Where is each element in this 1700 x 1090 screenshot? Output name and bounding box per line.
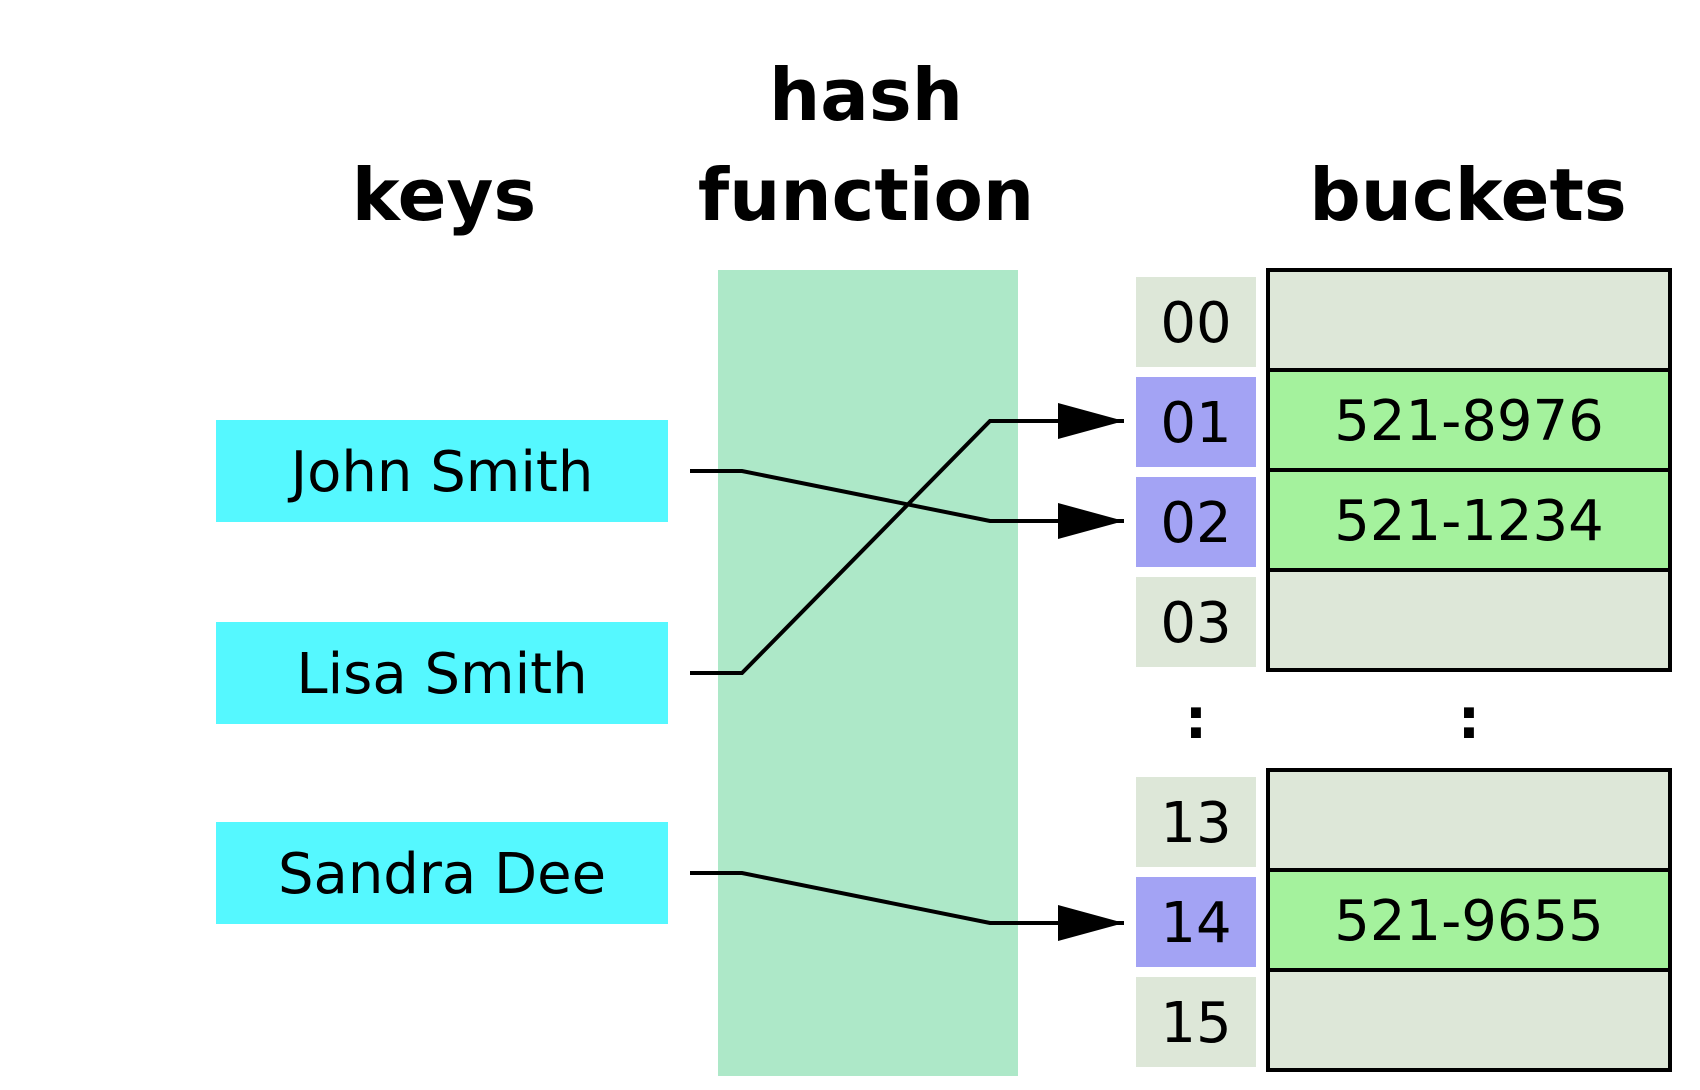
bucket-cell-00 [1266,268,1672,372]
index-column-lower: 13 14 15 [1136,777,1256,1067]
index-cell-14 [1136,877,1256,967]
index-cell-13 [1136,777,1256,867]
key-lisa-smith: Lisa Smith [216,622,668,724]
index-label: 01 [1160,391,1231,456]
key-box [216,622,668,724]
bucket-column-lower: 521-9655 [1266,768,1672,1072]
index-label: 15 [1160,991,1231,1056]
bucket-value: 521-8976 [1334,389,1604,454]
index-label: 00 [1160,291,1231,356]
key-label: Lisa Smith [296,642,587,707]
buckets-heading: buckets [1309,153,1627,237]
index-cell-15 [1136,977,1256,1067]
index-cell-02 [1136,477,1256,567]
bucket-value: 521-1234 [1334,489,1604,554]
bucket-cell-03 [1266,568,1672,672]
hash-function-heading-line2: function [698,153,1034,237]
key-label: John Smith [288,440,594,505]
bucket-cell-02 [1266,468,1672,572]
key-sandra-dee: Sandra Dee [216,822,668,924]
index-cell-01 [1136,377,1256,467]
hash-function-heading-line1: hash [769,53,963,137]
index-column-upper: 00 01 02 03 [1136,277,1256,667]
key-box [216,420,668,522]
index-label: 03 [1160,591,1231,656]
keys-column: John Smith Lisa Smith Sandra Dee [216,420,668,924]
index-label: 14 [1160,891,1231,956]
bucket-cell-13 [1266,768,1672,872]
index-ellipsis: : [1185,687,1207,752]
bucket-cell-14 [1266,868,1672,972]
index-label: 02 [1160,491,1231,556]
index-cell-00 [1136,277,1256,367]
hash-function-band [718,270,1018,1076]
key-john-smith: John Smith [216,420,668,522]
bucket-ellipsis: : [1458,687,1480,752]
key-box [216,822,668,924]
arrow-john-smith-to-02 [690,469,1124,539]
bucket-cell-15 [1266,968,1672,1072]
arrow-lisa-smith-to-01 [690,403,1124,675]
key-label: Sandra Dee [278,842,606,907]
arrow-sandra-dee-to-14 [690,871,1124,941]
bucket-value: 521-9655 [1334,889,1604,954]
index-cell-03 [1136,577,1256,667]
keys-heading: keys [352,153,537,237]
bucket-column-upper: 521-8976 521-1234 [1266,268,1672,672]
bucket-cell-01 [1266,368,1672,472]
index-label: 13 [1160,791,1231,856]
